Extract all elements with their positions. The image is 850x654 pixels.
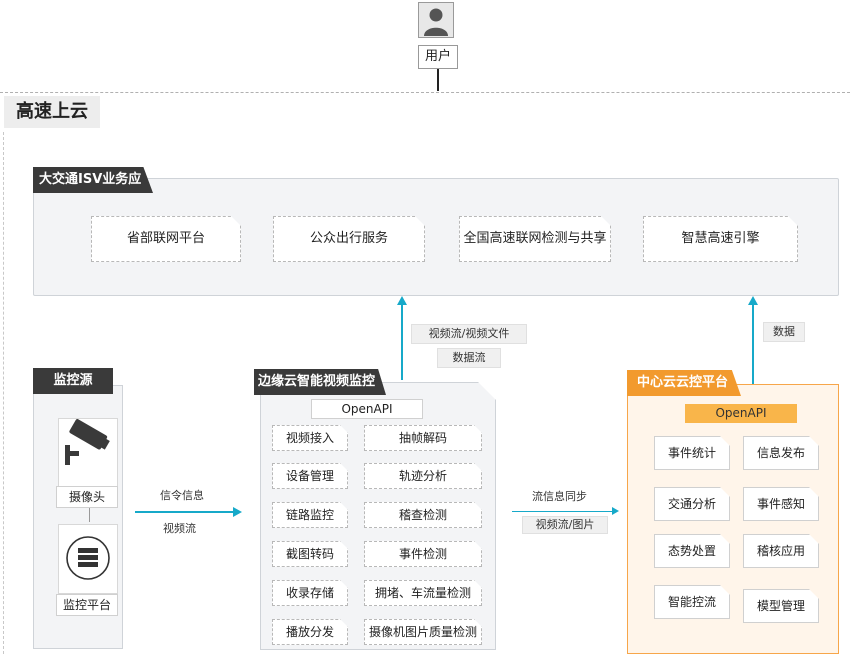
edge-to-isv-line	[401, 303, 403, 380]
center-item-event-perception: 事件感知	[743, 487, 819, 521]
center-item-audit-application: 稽核应用	[743, 534, 819, 568]
camera-to-platform-connector	[89, 508, 90, 522]
edge-item-trajectory-analysis: 轨迹分析	[364, 463, 482, 489]
source-to-edge-line	[135, 511, 234, 513]
region-border-left	[3, 132, 4, 654]
isv-item-national-network: 全国高速联网检测与共享	[459, 216, 611, 262]
edge-item-device-management: 设备管理	[272, 463, 348, 489]
source-title: 监控源	[33, 368, 113, 394]
isv-title: 大交通ISV业务应用	[33, 167, 153, 193]
camera-card	[58, 418, 118, 488]
center-item-model-management: 模型管理	[743, 589, 819, 623]
flow-label-stream-sync: 流信息同步	[532, 490, 587, 503]
region-title: 高速上云	[4, 96, 100, 128]
flow-label-video-image: 视频流/图片	[522, 516, 608, 534]
source-to-edge-arrowhead	[233, 507, 242, 517]
center-item-situation-handling: 态势处置	[654, 534, 730, 568]
center-openapi: OpenAPI	[685, 404, 797, 423]
center-to-isv-arrowhead	[748, 296, 758, 305]
edge-item-playback-distribution: 播放分发	[272, 619, 348, 645]
edge-item-congestion-detection: 拥堵、车流量检测	[364, 580, 482, 606]
flow-label-data-stream: 数据流	[437, 348, 501, 368]
flow-label-data: 数据	[763, 322, 805, 342]
edge-item-video-access: 视频接入	[272, 425, 348, 451]
edge-to-isv-arrowhead	[397, 296, 407, 305]
center-item-smart-flow-control: 智能控流	[654, 585, 730, 619]
isv-item-provincial-platform: 省部联网平台	[91, 216, 241, 262]
center-item-event-statistics: 事件统计	[654, 436, 730, 470]
edge-openapi: OpenAPI	[311, 399, 423, 419]
user-avatar	[418, 2, 454, 38]
user-icon	[424, 8, 448, 36]
edge-item-inspection-detection: 稽查检测	[364, 502, 482, 528]
camera-label: 摄像头	[56, 486, 118, 508]
edge-to-center-arrowhead	[612, 507, 619, 515]
flow-label-video-file: 视频流/视频文件	[411, 324, 527, 344]
region-border-top	[0, 92, 850, 93]
center-to-isv-line	[752, 303, 754, 384]
center-title: 中心云云控平台	[627, 370, 741, 396]
flow-label-video: 视频流	[163, 522, 196, 535]
isv-item-public-travel: 公众出行服务	[273, 216, 425, 262]
user-connector	[437, 69, 439, 91]
platform-label: 监控平台	[56, 594, 118, 616]
edge-item-screenshot-transcode: 截图转码	[272, 541, 348, 567]
edge-item-event-detection: 事件检测	[364, 541, 482, 567]
center-item-info-release: 信息发布	[743, 436, 819, 470]
server-icon	[66, 536, 110, 580]
edge-item-frame-decode: 抽帧解码	[364, 425, 482, 451]
camera-icon	[65, 419, 110, 465]
edge-title: 边缘云智能视频监控	[254, 369, 386, 395]
isv-item-smart-highway: 智慧高速引擎	[643, 216, 798, 262]
center-item-traffic-analysis: 交通分析	[654, 487, 730, 521]
edge-item-camera-image-quality: 摄像机图片质量检测	[364, 619, 482, 645]
platform-card	[58, 524, 118, 594]
user-label: 用户	[418, 45, 458, 69]
edge-item-link-monitoring: 链路监控	[272, 502, 348, 528]
edge-item-record-storage: 收录存储	[272, 580, 348, 606]
edge-to-center-line	[512, 511, 616, 512]
flow-label-signaling: 信令信息	[160, 489, 204, 502]
